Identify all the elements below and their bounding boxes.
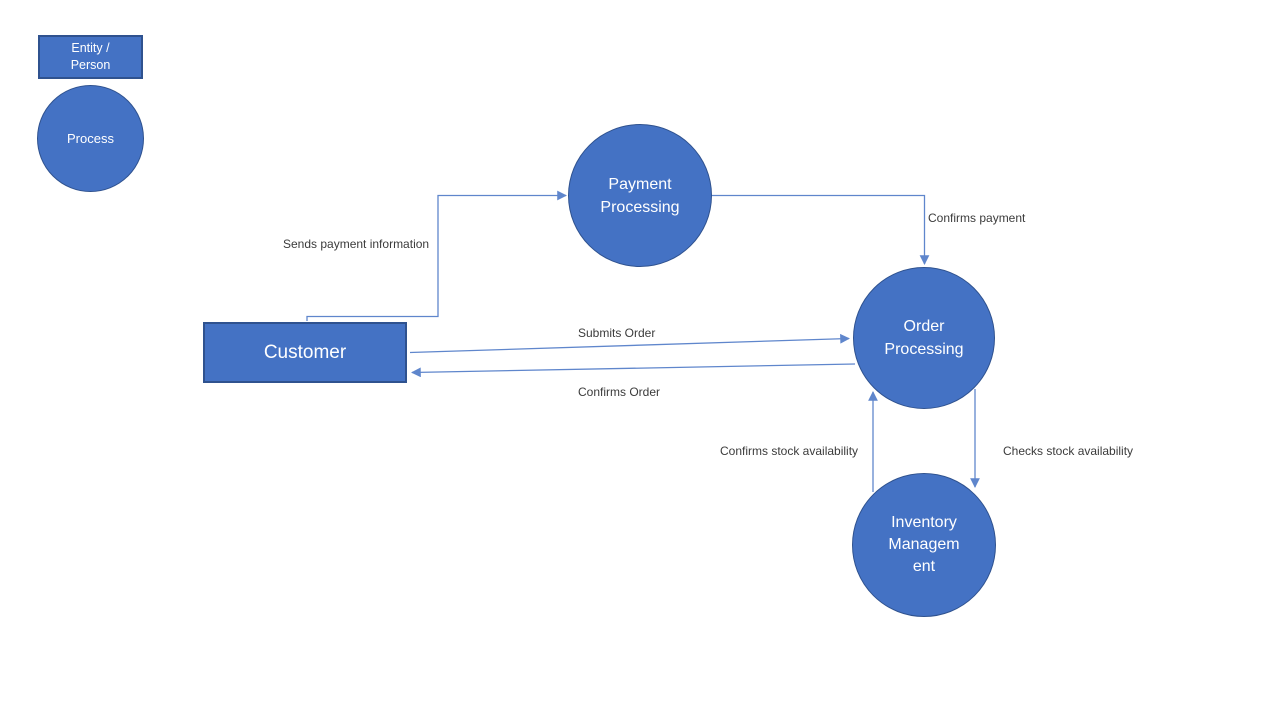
edge-label-confirms-order[interactable]: Confirms Order bbox=[578, 385, 661, 399]
order-label-line-1: Order bbox=[903, 318, 945, 335]
payment-label-line-1: Payment bbox=[608, 175, 672, 193]
legend-entity-person-shape[interactable]: Entity / Person bbox=[38, 35, 143, 79]
edge-confirms-order[interactable] bbox=[411, 363, 856, 378]
inventory-label-line-2: Managem bbox=[888, 536, 960, 553]
inventory-label-line-3: ent bbox=[912, 558, 936, 575]
edge-label-confirms-payment[interactable]: Confirms payment bbox=[928, 211, 1026, 225]
edge-confirms-payment[interactable] bbox=[712, 194, 930, 265]
edge-sends-payment-information[interactable] bbox=[306, 190, 567, 322]
legend-process-label: Process bbox=[67, 131, 114, 146]
edge-label-checks-stock-availability[interactable]: Checks stock availability bbox=[1003, 444, 1134, 458]
legend-entity-line-2: Person bbox=[70, 58, 111, 72]
edge-label-submits-order[interactable]: Submits Order bbox=[578, 326, 656, 340]
node-order-processing[interactable]: Order Processing bbox=[853, 267, 995, 409]
customer-label: Customer bbox=[263, 341, 347, 363]
legend-process-shape[interactable]: Process bbox=[37, 85, 144, 192]
inventory-label-line-1: Inventory bbox=[891, 514, 957, 531]
node-payment-processing[interactable]: Payment Processing bbox=[568, 124, 712, 267]
node-customer[interactable]: Customer bbox=[203, 322, 407, 383]
edge-submits-order[interactable] bbox=[409, 333, 850, 354]
edge-label-confirms-stock-availability[interactable]: Confirms stock availability bbox=[720, 444, 859, 458]
order-label-line-2: Processing bbox=[884, 341, 964, 358]
legend-entity-line-1: Entity / bbox=[71, 41, 110, 55]
edge-label-sends-payment-information[interactable]: Sends payment information bbox=[283, 237, 430, 251]
node-inventory-management[interactable]: Inventory Managem ent bbox=[852, 473, 996, 617]
payment-label-line-2: Processing bbox=[600, 198, 680, 216]
